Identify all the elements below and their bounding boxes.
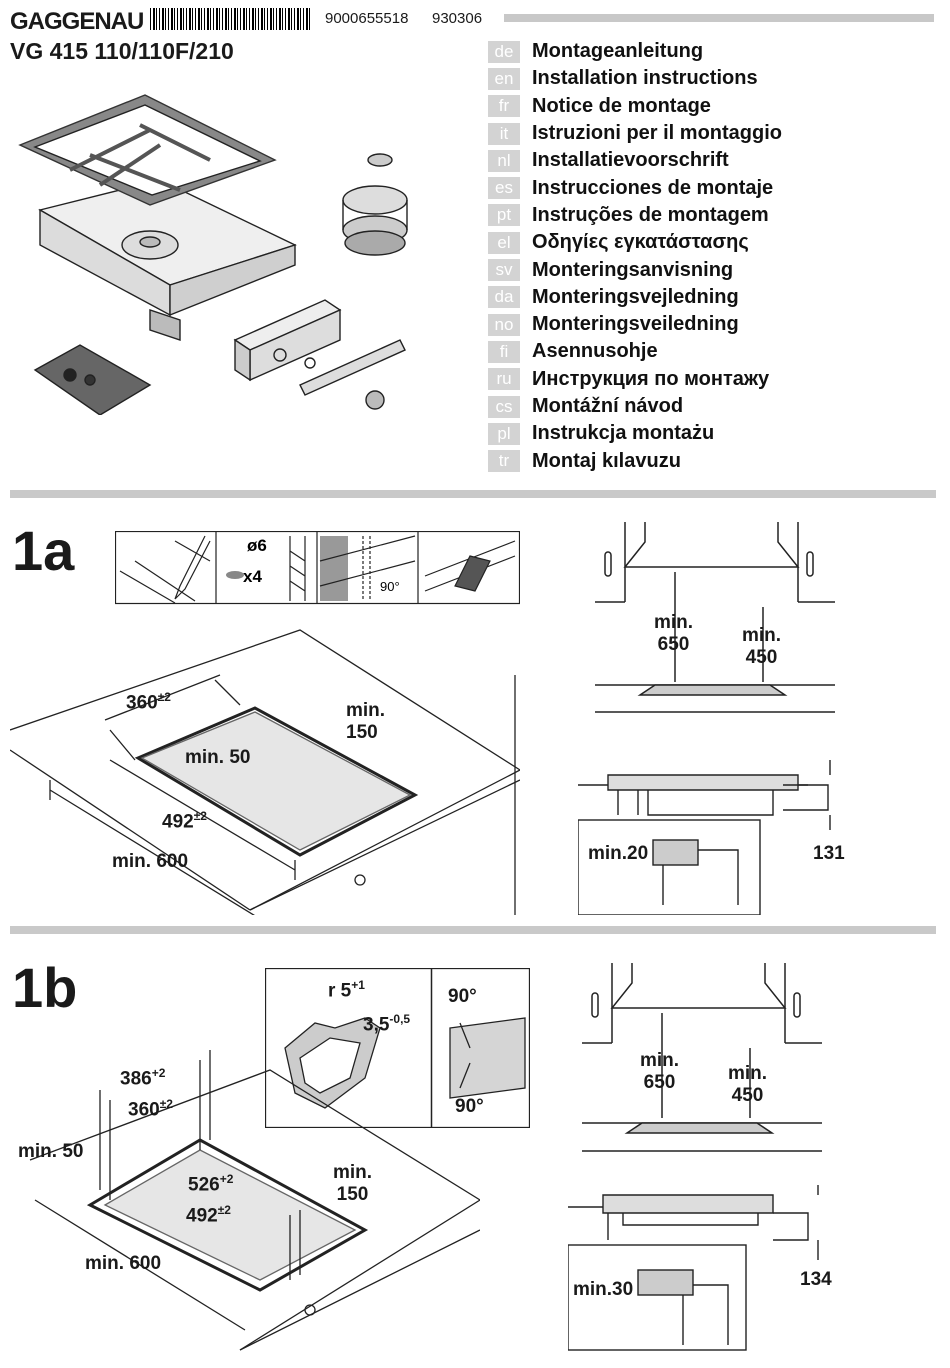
language-code-badge: en	[488, 67, 520, 90]
language-code-badge: cs	[488, 395, 520, 418]
installed-height-label: 131	[813, 843, 845, 864]
back-clearance-label: min.150	[333, 1162, 373, 1205]
section-label-1b: 1b	[12, 956, 78, 1019]
language-code-badge: pt	[488, 204, 520, 227]
min-thickness-label: min.20	[588, 843, 649, 864]
language-row: pt Instruções de montagem	[488, 202, 782, 229]
front-clearance-label: min. 50	[185, 747, 251, 768]
cutout-depth-label: 492±2	[186, 1203, 231, 1227]
rebate-depth-label: 3,5-0,5	[363, 1012, 411, 1036]
front-clearance-label: min. 50	[18, 1141, 84, 1162]
model-number: VG 415 110/110F/210	[10, 38, 234, 64]
language-row: it Istruzioni per il montaggio	[488, 120, 782, 147]
barcode	[150, 8, 310, 30]
language-title: Montážní návod	[532, 395, 684, 417]
drill-diameter-label: ø6	[247, 536, 267, 555]
section-diagram-1a	[578, 760, 831, 915]
language-code-badge: pl	[488, 422, 520, 445]
cutout-drawing-1b	[29, 1050, 480, 1351]
language-title: Monteringsanvisning	[532, 258, 734, 281]
language-title: Monteringsvejledning	[532, 285, 739, 308]
hood-diagram-1b	[582, 963, 822, 1152]
language-code-badge: da	[488, 286, 520, 309]
language-title: Asennusohje	[532, 340, 658, 363]
language-title: Montageanleitung	[532, 40, 704, 63]
cutout-drawing-1a	[10, 629, 520, 915]
cutout-width-label: 360±2	[126, 690, 171, 714]
language-row: fr Notice de montage	[488, 93, 782, 120]
language-title: Инструкция по монтажу	[532, 367, 770, 390]
back-clearance-label: min.150	[346, 700, 386, 743]
language-title: Instrukcja montażu	[532, 422, 715, 445]
outer-depth-label: 526+2	[188, 1172, 234, 1196]
language-row: pl Instrukcja montażu	[488, 420, 782, 447]
language-row: fi Asennusohje	[488, 338, 782, 365]
section-label-1a: 1a	[12, 519, 75, 582]
angle-bottom-label: 90°	[455, 1096, 484, 1117]
language-row: tr Montaj kılavuzu	[488, 447, 782, 474]
language-code-badge: el	[488, 231, 520, 254]
hood-height-label: min.650	[654, 612, 694, 655]
language-title: Monteringsveiledning	[532, 313, 739, 336]
language-row: cs Montážní návod	[488, 393, 782, 420]
header-rule	[504, 14, 934, 22]
angle-label: 90°	[380, 579, 400, 594]
language-code-badge: no	[488, 313, 520, 336]
product-illustration	[18, 94, 408, 415]
wall-height-label: min.450	[728, 1063, 768, 1106]
wall-height-label: min.450	[742, 625, 782, 668]
section-divider	[10, 490, 936, 498]
detail-drawing-1b	[265, 968, 530, 1128]
language-row: da Monteringsvejledning	[488, 284, 782, 311]
language-row: nl Installatievoorschrift	[488, 147, 782, 174]
language-list: de Montageanleitung en Installation instruc…	[488, 38, 782, 475]
language-code-badge: de	[488, 40, 520, 63]
language-code-badge: nl	[488, 149, 520, 172]
corner-radius-label: r 5+1	[328, 978, 365, 1002]
worktop-depth-label: min. 600	[112, 851, 189, 872]
language-code-badge: fr	[488, 95, 520, 118]
language-title: Οδηγίες εγκατάστασης	[532, 231, 749, 254]
language-row: es Instrucciones de montaje	[488, 174, 782, 201]
language-title: Instrucciones de montaje	[532, 176, 774, 199]
language-row: no Monteringsveiledning	[488, 311, 782, 338]
language-row: ru Инструкция по монтажу	[488, 366, 782, 393]
hood-diagram-1a	[595, 522, 835, 713]
barcode-number: 9000655518	[325, 10, 409, 27]
language-code-badge: tr	[488, 450, 520, 473]
language-title: Notice de montage	[532, 94, 711, 117]
screw-count-label: x4	[243, 567, 262, 586]
language-title: Installatievoorschrift	[532, 149, 729, 172]
angle-top-label: 90°	[448, 986, 477, 1007]
section-diagram-1b	[568, 1185, 819, 1351]
section-divider	[10, 926, 936, 934]
language-row: sv Monteringsanvisning	[488, 256, 782, 283]
tool-strip: ø6 x4 90°	[115, 531, 520, 605]
language-title: Instruções de montagem	[532, 203, 769, 226]
language-title: Installation instructions	[532, 67, 758, 90]
language-row: en Installation instructions	[488, 65, 782, 92]
hood-height-label: min.650	[640, 1050, 680, 1093]
language-code-badge: it	[488, 122, 520, 145]
outer-width-label: 386+2	[120, 1066, 166, 1090]
language-title: Montaj kılavuzu	[532, 449, 681, 472]
language-title: Istruzioni per il montaggio	[532, 122, 782, 145]
language-code-badge: es	[488, 177, 520, 200]
language-code-badge: sv	[488, 259, 520, 282]
cutout-depth-label: 492±2	[162, 809, 207, 833]
language-row: de Montageanleitung	[488, 38, 782, 65]
brand-logo: GAGGENAU	[10, 8, 144, 35]
document-code: 930306	[432, 10, 483, 27]
min-thickness-label: min.30	[573, 1279, 634, 1300]
language-code-badge: fi	[488, 340, 520, 363]
language-row: el Οδηγίες εγκατάστασης	[488, 229, 782, 256]
language-code-badge: ru	[488, 368, 520, 391]
worktop-depth-label: min. 600	[85, 1253, 162, 1274]
installed-height-label: 134	[800, 1269, 832, 1290]
cutout-width-label: 360±2	[128, 1097, 173, 1121]
